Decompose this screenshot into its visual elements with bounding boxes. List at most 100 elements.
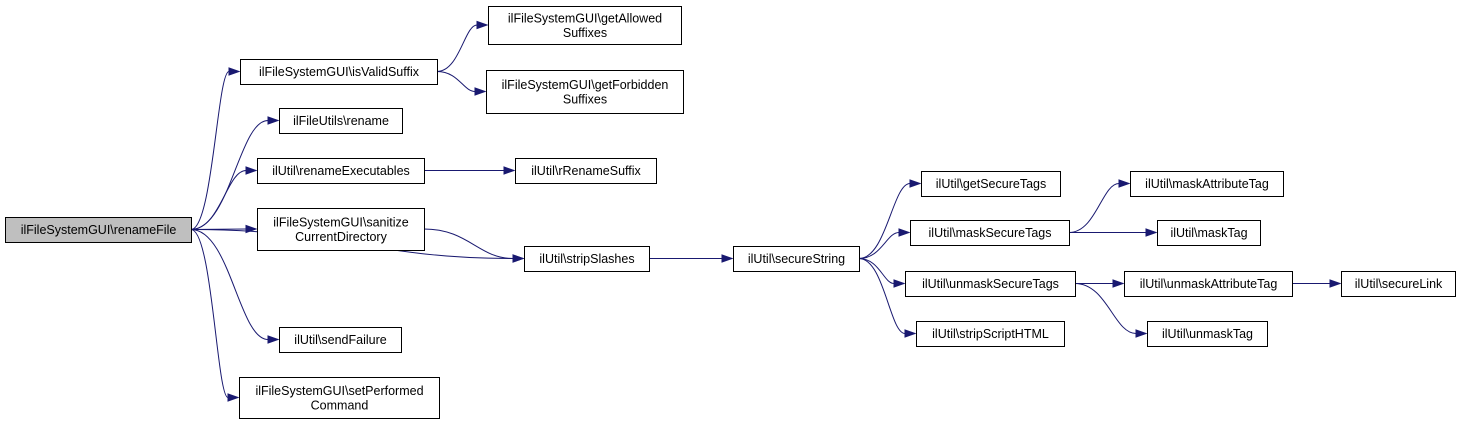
node-box (733, 246, 860, 272)
node-label: ilUtil\stripScriptHTML (932, 327, 1049, 341)
node-label: ilUtil\sendFailure (294, 333, 386, 347)
edge-unmask-secure-tags-to-unmask-tag (1074, 283, 1137, 334)
edge-arrowhead (721, 254, 734, 263)
node-label: ilUtil\unmaskAttributeTag (1140, 277, 1278, 291)
node-mask-attribute-tag[interactable]: ilUtil\maskAttributeTag (1130, 171, 1284, 197)
node-label: ilUtil\unmaskTag (1162, 327, 1253, 341)
node-box (239, 377, 440, 419)
node-r-rename-suffix[interactable]: ilUtil\rRenameSuffix (515, 158, 657, 184)
node-label: ilFileSystemGUI\getAllowed (508, 11, 662, 25)
node-label: ilUtil\maskAttributeTag (1145, 177, 1269, 191)
node-strip-slashes[interactable]: ilUtil\stripSlashes (524, 246, 650, 272)
node-box (279, 108, 403, 134)
edge-secure-string-to-mask-secure-tags (858, 232, 900, 259)
edge-arrowhead (512, 254, 525, 263)
node-rename-executables[interactable]: ilUtil\renameExecutables (257, 158, 425, 184)
node-label: ilFileSystemGUI\renameFile (21, 223, 177, 237)
edge-arrowhead (1118, 179, 1131, 188)
edge-secure-string-to-get-secure-tags (858, 183, 911, 259)
edge-arrowhead (909, 179, 922, 188)
node-box (916, 321, 1065, 347)
node-label: ilFileSystemGUI\getForbidden (502, 78, 669, 92)
node-label: ilFileSystemGUI\isValidSuffix (259, 65, 420, 79)
edge-rename-file-to-rename-executables (190, 170, 247, 230)
node-mask-secure-tags[interactable]: ilUtil\maskSecureTags (910, 220, 1070, 246)
node-label: Suffixes (563, 92, 607, 106)
node-label: ilUtil\renameExecutables (272, 164, 410, 178)
edge-arrowhead (898, 228, 911, 237)
edge-arrowhead (1329, 279, 1342, 288)
node-unmask-secure-tags[interactable]: ilUtil\unmaskSecureTags (905, 271, 1076, 297)
node-box (515, 158, 657, 184)
node-label: ilUtil\getSecureTags (936, 177, 1046, 191)
edge-arrowhead (904, 329, 917, 338)
node-box (488, 6, 682, 45)
edge-is-valid-suffix-to-get-forbidden-suffixes (436, 71, 476, 92)
node-box (1147, 321, 1268, 347)
node-label: Suffixes (563, 26, 607, 40)
edge-sanitize-current-directory-to-strip-slashes (423, 228, 514, 259)
node-label: ilUtil\maskTag (1170, 226, 1247, 240)
node-send-failure[interactable]: ilUtil\sendFailure (279, 327, 402, 353)
node-box (905, 271, 1076, 297)
edge-arrowhead (228, 67, 241, 76)
node-label: ilUtil\secureString (748, 252, 845, 266)
node-box (921, 171, 1061, 197)
node-label: ilUtil\maskSecureTags (929, 226, 1052, 240)
edge-rename-file-to-set-performed-command (190, 229, 229, 398)
edge-arrowhead (1145, 228, 1158, 237)
node-box (257, 158, 425, 184)
node-box (257, 208, 425, 251)
edge-arrowhead (503, 166, 516, 175)
edge-arrowhead (1112, 279, 1125, 288)
node-secure-link[interactable]: ilUtil\secureLink (1341, 271, 1456, 297)
edge-mask-secure-tags-to-mask-attribute-tag (1068, 183, 1120, 233)
node-label: ilFileSystemGUI\setPerformed (255, 384, 423, 398)
edge-arrowhead (245, 166, 258, 175)
edge-is-valid-suffix-to-get-allowed-suffixes (436, 24, 478, 72)
node-box (1130, 171, 1284, 197)
edge-arrowhead (267, 335, 280, 344)
edge-secure-string-to-strip-script-html (858, 258, 906, 334)
node-box (1341, 271, 1456, 297)
node-is-valid-suffix[interactable]: ilFileSystemGUI\isValidSuffix (240, 59, 438, 85)
node-box (5, 217, 192, 243)
node-secure-string[interactable]: ilUtil\secureString (733, 246, 860, 272)
node-box (279, 327, 402, 353)
edge-arrowhead (227, 393, 240, 402)
node-label: ilFileUtils\rename (293, 114, 389, 128)
node-label: Command (311, 398, 369, 412)
node-label: ilUtil\unmaskSecureTags (922, 277, 1059, 291)
node-strip-script-html[interactable]: ilUtil\stripScriptHTML (916, 321, 1065, 347)
node-label: ilUtil\stripSlashes (539, 252, 634, 266)
edge-rename-file-to-send-failure (190, 229, 269, 340)
call-graph-nodes: ilFileSystemGUI\renameFile ilFileSystemGU… (5, 6, 1456, 419)
node-label: ilUtil\secureLink (1355, 277, 1443, 291)
node-box (1124, 271, 1293, 297)
node-label: ilFileSystemGUI\sanitize (273, 215, 408, 229)
node-rename-file[interactable]: ilFileSystemGUI\renameFile (5, 217, 192, 243)
node-box (524, 246, 650, 272)
edge-arrowhead (893, 279, 906, 288)
node-unmask-attribute-tag[interactable]: ilUtil\unmaskAttributeTag (1124, 271, 1293, 297)
edge-arrowhead (1135, 329, 1148, 338)
node-label: ilUtil\rRenameSuffix (531, 164, 641, 178)
node-file-utils-rename[interactable]: ilFileUtils\rename (279, 108, 403, 134)
node-mask-tag[interactable]: ilUtil\maskTag (1157, 220, 1261, 246)
node-box (1157, 220, 1261, 246)
node-label: CurrentDirectory (295, 230, 387, 244)
node-get-secure-tags[interactable]: ilUtil\getSecureTags (921, 171, 1061, 197)
node-box (240, 59, 438, 85)
edge-arrowhead (476, 20, 489, 30)
node-unmask-tag[interactable]: ilUtil\unmaskTag (1147, 321, 1268, 347)
node-box (910, 220, 1070, 246)
edge-arrowhead (267, 116, 280, 125)
edge-secure-string-to-unmask-secure-tags (858, 258, 895, 284)
edge-arrowhead (474, 87, 487, 96)
node-box (486, 70, 684, 114)
